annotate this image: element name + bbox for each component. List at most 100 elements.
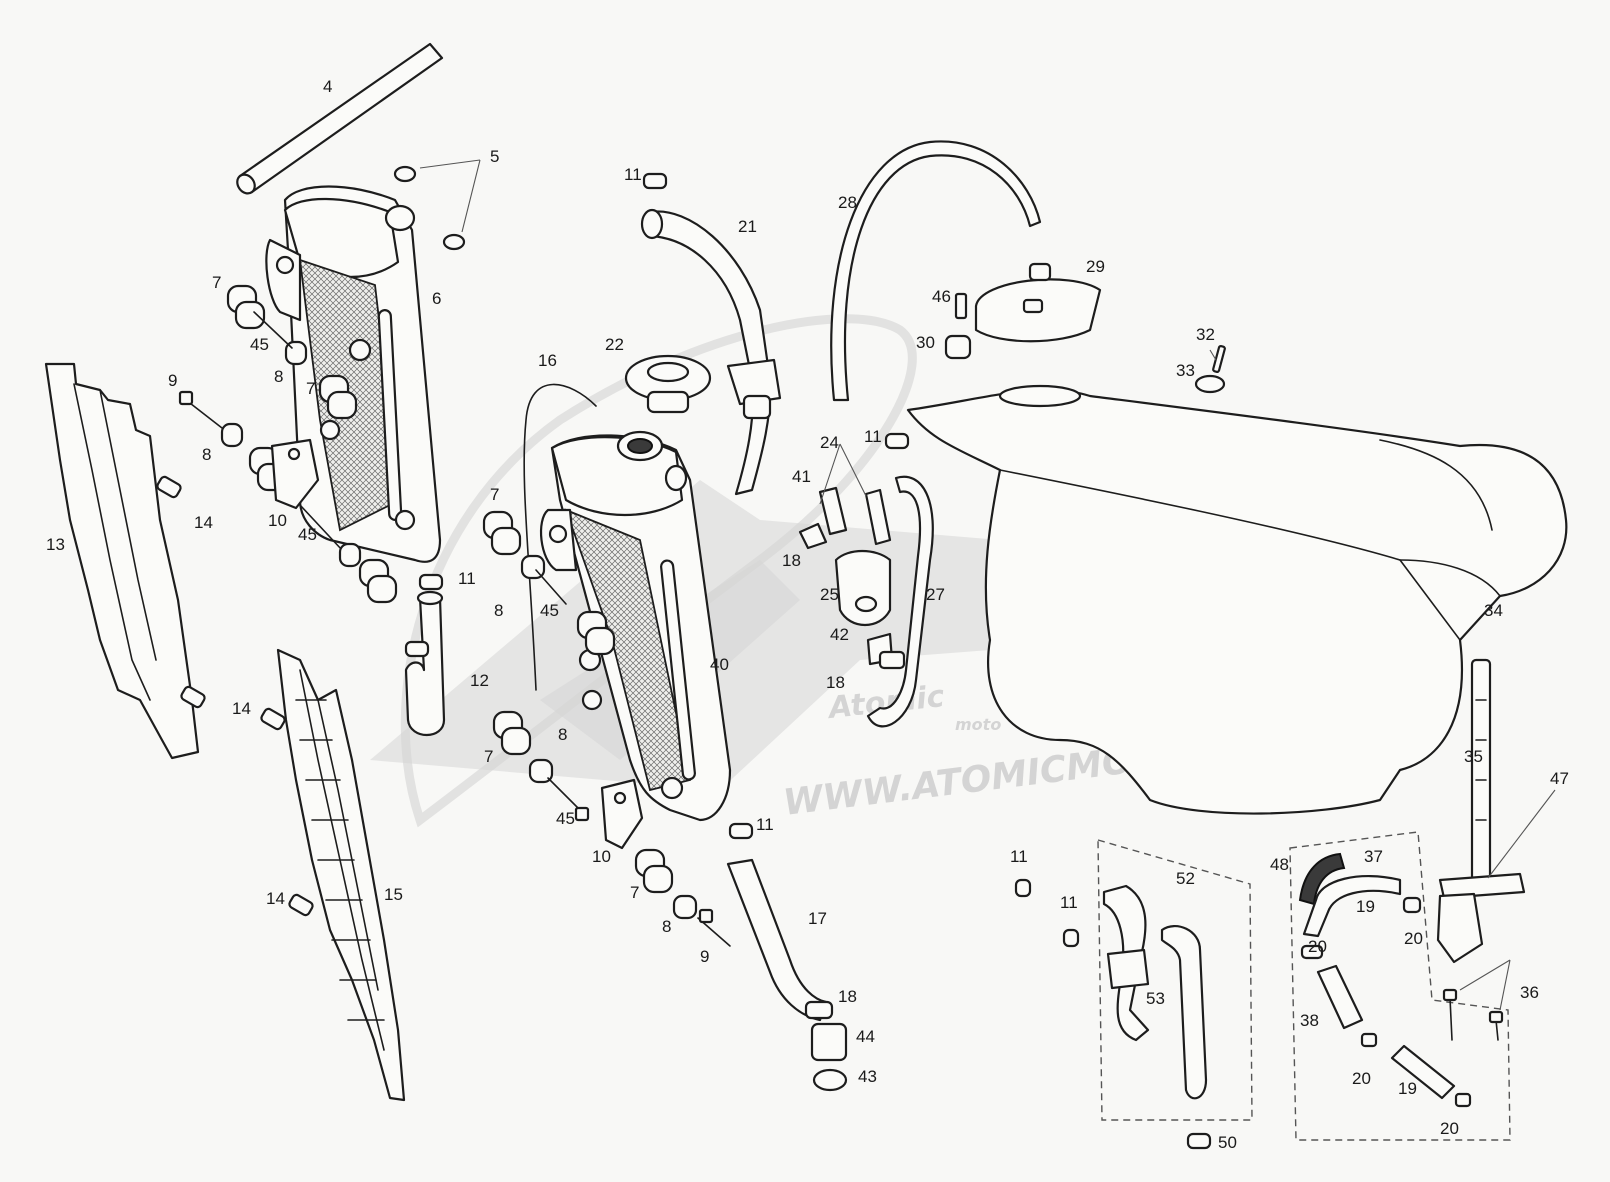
part-30-washer: [944, 334, 972, 360]
callout-label: 29: [1086, 257, 1105, 276]
thermostat-housing-group: [798, 432, 934, 728]
callout-label: 11: [1060, 893, 1078, 912]
callout-label: 20: [1404, 929, 1423, 948]
callout-label: 16: [538, 351, 557, 370]
callout-label: 10: [592, 847, 611, 866]
callout-label: 20: [1308, 937, 1327, 956]
shroud-vents: [295, 699, 385, 1021]
callout-label: 43: [858, 1067, 877, 1086]
callout-label: 4: [323, 77, 332, 96]
callout-label: 8: [558, 725, 567, 744]
callout-label: 42: [830, 625, 849, 644]
part-12-hose: [404, 573, 446, 736]
watermark-sub: moto: [955, 715, 1001, 734]
callout-label: 37: [1364, 847, 1383, 866]
part-14-screws: [156, 475, 314, 917]
callout-label: 12: [470, 671, 489, 690]
callout-label: 8: [662, 917, 671, 936]
callout-label: 52: [1176, 869, 1195, 888]
callout-label: 44: [856, 1027, 875, 1046]
callout-label: 35: [1464, 747, 1483, 766]
callout-label: 11: [458, 569, 476, 588]
callout-label: 13: [46, 535, 65, 554]
callout-label: 36: [1520, 983, 1539, 1002]
callout-label: 41: [792, 467, 811, 486]
callout-label: 47: [1550, 769, 1569, 788]
callout-label: 34: [1484, 601, 1503, 620]
callout-label: 7: [630, 883, 639, 902]
callout-label: 18: [838, 987, 857, 1006]
callout-label: 33: [1176, 361, 1195, 380]
fuel-line-kit: [1289, 831, 1511, 1141]
callout-label: 7: [490, 485, 499, 504]
callout-label: 9: [700, 947, 709, 966]
callout-label: 24: [820, 433, 839, 452]
callout-label: 9: [168, 371, 177, 390]
callout-label: 17: [808, 909, 827, 928]
part-13-left-shroud: [44, 362, 200, 760]
part-34-fuel-tank: [906, 384, 1568, 815]
callout-label: 19: [1356, 897, 1375, 916]
callout-label: 50: [1218, 1133, 1237, 1152]
callout-label: 14: [232, 699, 251, 718]
callout-label: 11: [1010, 847, 1028, 866]
callout-label: 10: [268, 511, 287, 530]
callout-labels: 4 5 11 21 28 29 46 30 32 33 7 6 45 8 9 7…: [46, 77, 1569, 1152]
right-radiator-fasteners: [482, 510, 731, 947]
callout-label: 21: [738, 217, 757, 236]
part-29-filler-cap: [974, 262, 1102, 343]
callout-label: 27: [926, 585, 945, 604]
callout-label: 45: [540, 601, 559, 620]
parts-32-33: [1194, 345, 1226, 394]
callout-label: 22: [605, 335, 624, 354]
callout-label: 8: [494, 601, 503, 620]
callout-label: 7: [484, 747, 493, 766]
callout-label: 18: [826, 673, 845, 692]
callout-label: 8: [274, 367, 283, 386]
callout-label: 45: [298, 525, 317, 544]
callout-label: 7: [212, 273, 221, 292]
callout-label: 32: [1196, 325, 1215, 344]
part-11-clamp: [728, 822, 754, 840]
callout-label: 38: [1300, 1011, 1319, 1030]
callout-label: 6: [432, 289, 441, 308]
callout-label: 18: [782, 551, 801, 570]
fittings-18-44-43: [804, 1000, 848, 1092]
part-22-radiator-cap: [624, 354, 712, 414]
callout-label: 40: [710, 655, 729, 674]
part-17-lower-hose: [726, 858, 828, 1022]
callout-label: 8: [202, 445, 211, 464]
callout-label: 14: [194, 513, 213, 532]
callout-label: 30: [916, 333, 935, 352]
part-16-breather: [523, 383, 597, 691]
part-21-upper-hose: [640, 172, 782, 496]
callout-label: 46: [932, 287, 951, 306]
callout-label: 28: [838, 193, 857, 212]
part-28-overflow-hose: [830, 140, 1042, 402]
part-4-hose: [236, 42, 444, 195]
callout-leaders: [419, 159, 1556, 1011]
callout-label: 20: [1440, 1119, 1459, 1138]
callout-label: 53: [1146, 989, 1165, 1008]
part-35-pickup-47-petcock: [1436, 658, 1526, 964]
part-5-clips: [393, 165, 466, 251]
callout-label: 11: [864, 427, 882, 446]
callout-label: 7: [306, 379, 315, 398]
callout-label: 20: [1352, 1069, 1371, 1088]
callout-label: 45: [250, 335, 269, 354]
callout-label: 25: [820, 585, 839, 604]
callout-label: 5: [490, 147, 499, 166]
kit-52-53: [1014, 839, 1253, 1150]
callout-label: 14: [266, 889, 285, 908]
callout-label: 19: [1398, 1079, 1417, 1098]
callout-label: 45: [556, 809, 575, 828]
callout-label: 48: [1270, 855, 1289, 874]
callout-label: 11: [624, 165, 642, 184]
callout-label: 11: [756, 815, 774, 834]
part-15-right-shroud: [276, 648, 406, 1102]
callout-label: 15: [384, 885, 403, 904]
part-46-bolt: [954, 292, 968, 320]
left-radiator-fasteners: [178, 284, 398, 604]
